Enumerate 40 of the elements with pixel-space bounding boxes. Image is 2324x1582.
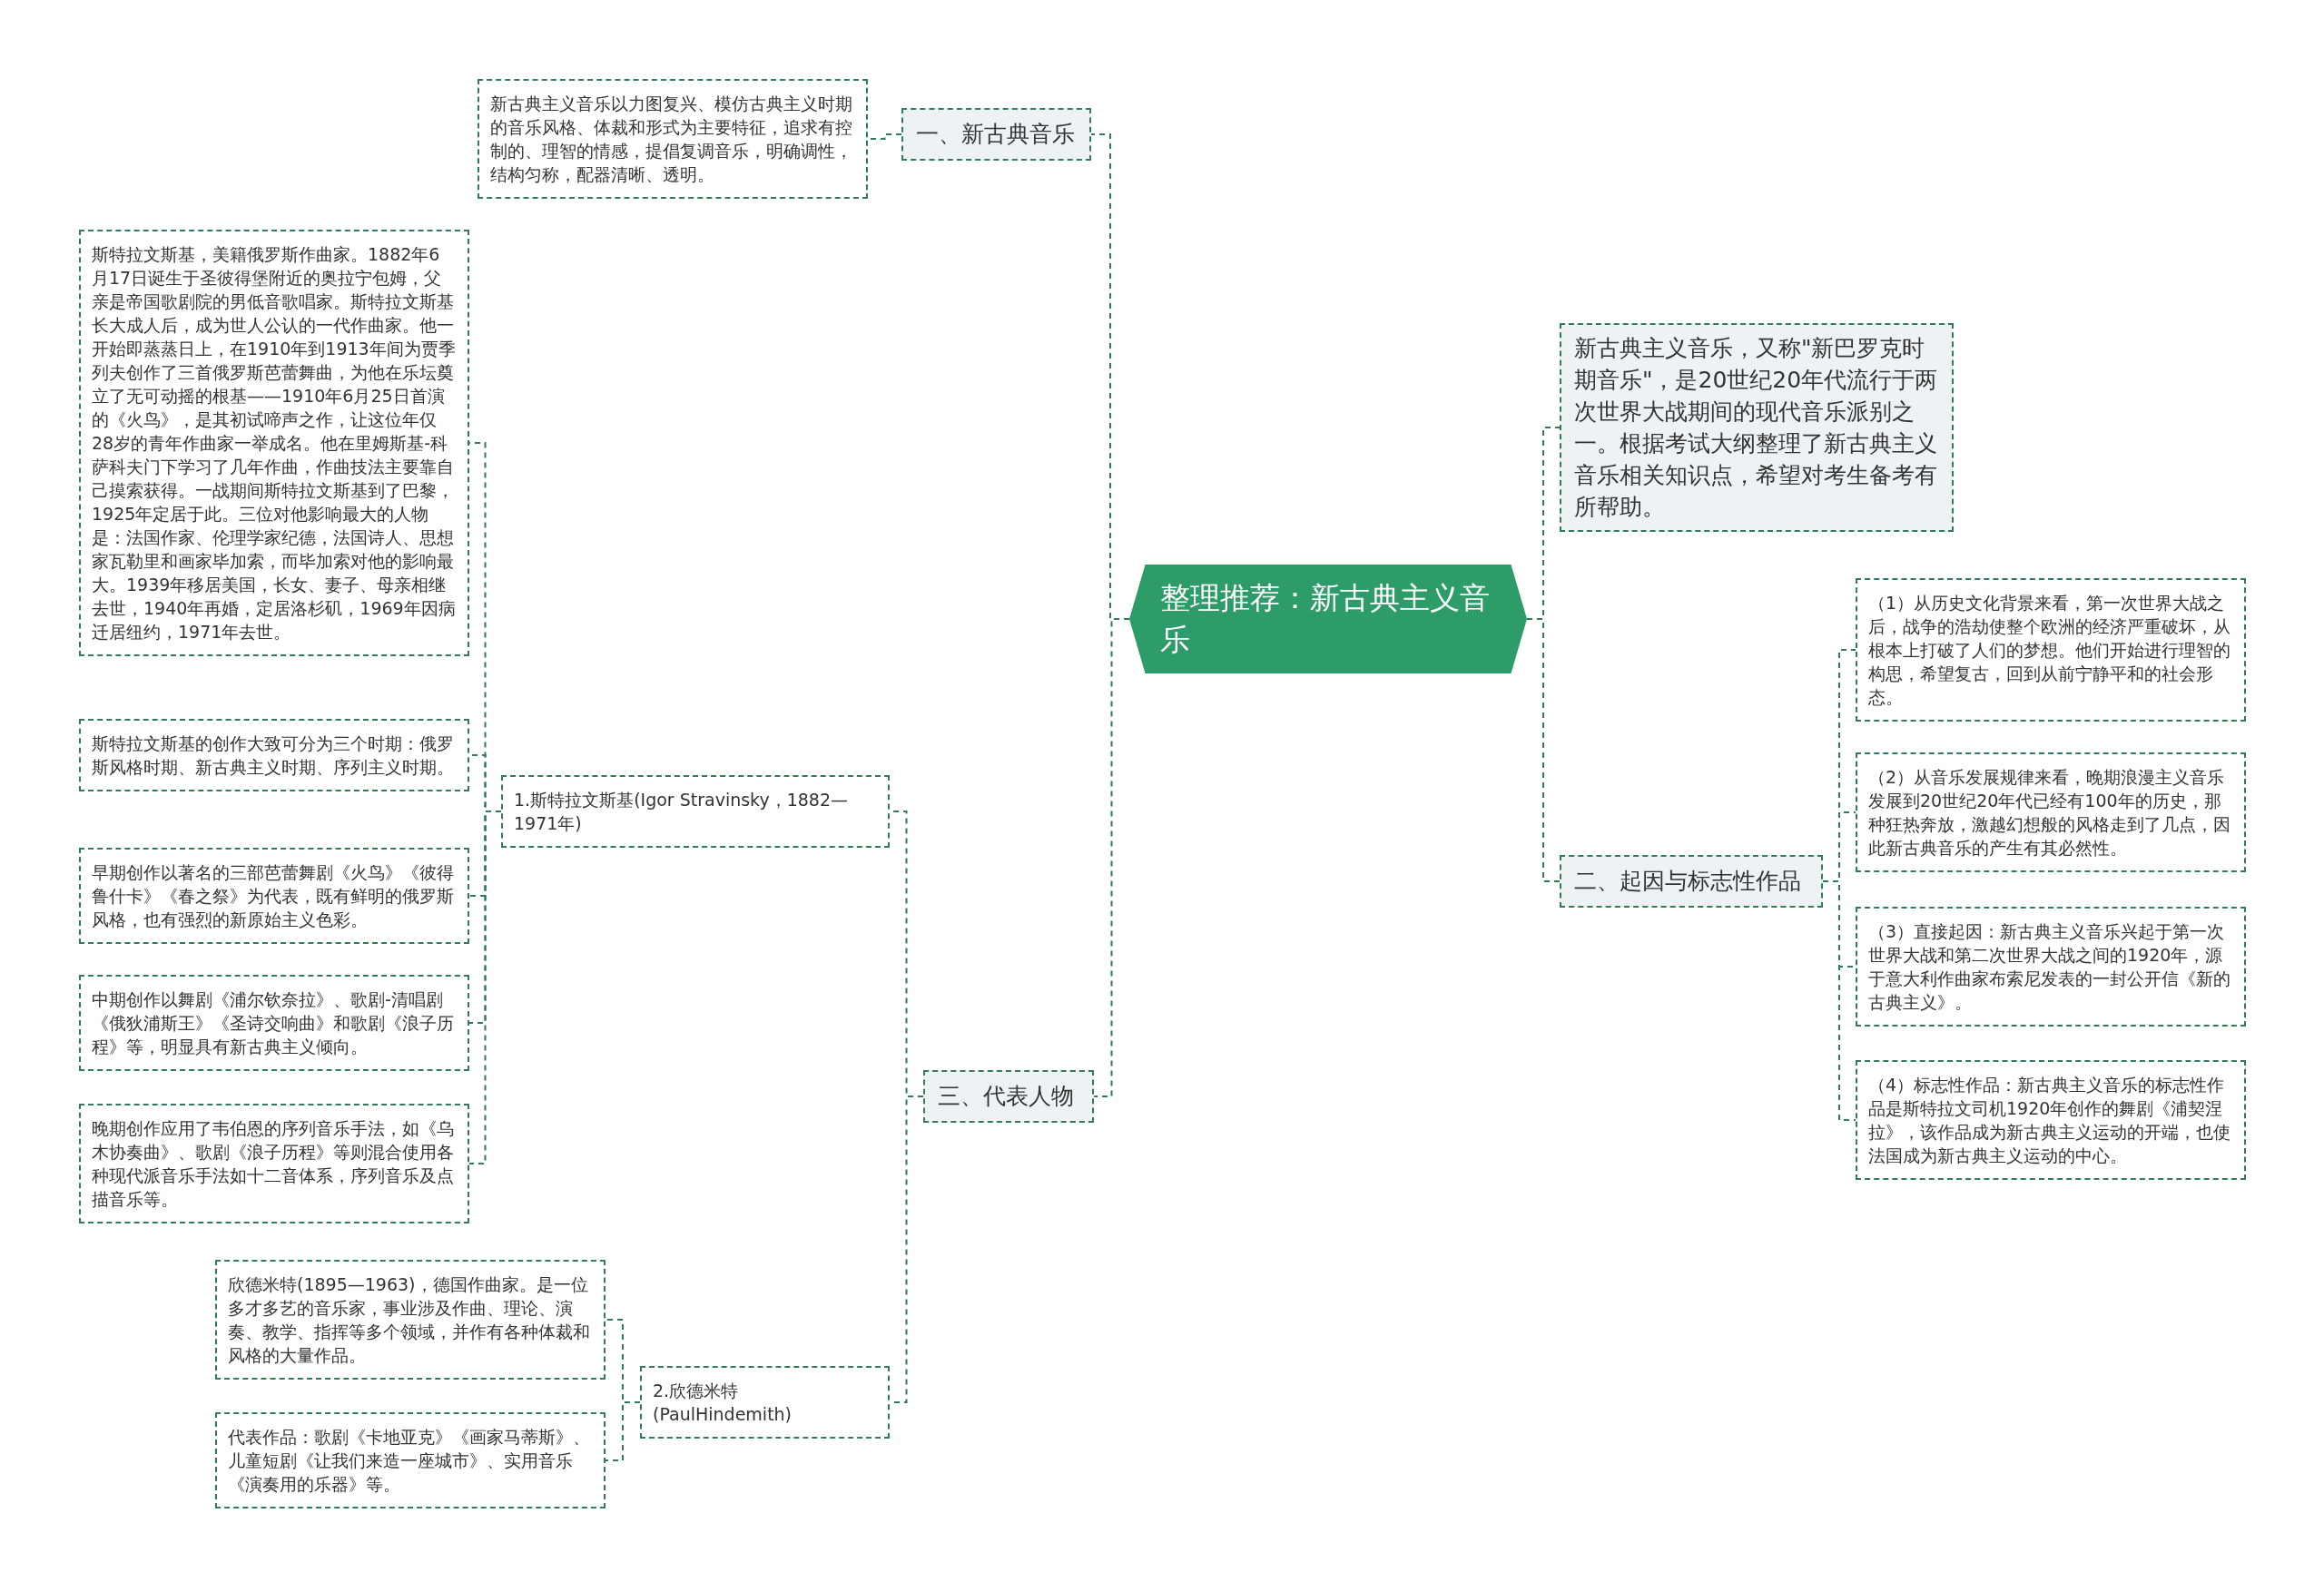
topic-text: （1）从历史文化背景来看，第一次世界大战之后，战争的浩劫使整个欧洲的经济严重破坏，从根本上打破了人们的梦想。他们开始进行理智的构思，希望复古，回到从前宁静平和的社会形态。 [1868,592,2231,709]
topic-box [1856,578,2246,722]
intro-note [1560,323,1954,532]
branch-topic [901,108,1091,161]
topic-text: 斯特拉文斯基，美籍俄罗斯作曲家。1882年6月17日诞生于圣彼得堡附近的奥拉宁包姆，父亲是帝国歌剧院的男低音歌唱家。斯特拉文斯基长大成人后，成为世人公认的一代作曲家。他一开始即蒸蒸日上，在1910年到1913年间为贾季列夫创作了三首俄罗斯芭蕾舞曲，为他在乐坛奠立了无可动摇的根基——1910年6月25日首演的《火鸟》，是其初试啼声之作，让这位年仅28岁的青年作曲家一举成名。他在里姆斯基-科萨科夫门下学习了几年作曲，作曲技法主要靠自己摸索获得。一战期间斯特拉文斯基到了巴黎，1925年定居于此。三位对他影响最大的人物是：法国作家、伦理学家纪德，法国诗人、思想家瓦勒里和画家毕加索，而毕加索对他的影响最大。1939年移居美国，长女、妻子、母亲相继去世，1940年再婚，定居洛杉矶，1969年因病迁居纽约，1971年去世。 [92,243,457,644]
topic-text: 代表作品：歌剧《卡地亚克》《画家马蒂斯》、儿童短剧《让我们来造一座城市》、实用音乐《演奏用的乐器》等。 [228,1426,591,1496]
topic-text: 中期创作以舞剧《浦尔钦奈拉》、歌剧-清唱剧《俄狄浦斯王》《圣诗交响曲》和歌剧《浪子历程》等，明显具有新古典主义倾向。 [92,988,455,1058]
topic-text: 一、新古典音乐 [916,120,1076,149]
branch-topic [923,1070,1094,1123]
connector-line [1526,618,1561,882]
topic-box [640,1366,890,1439]
topic-text: （4）标志性作品：新古典主义音乐的标志性作品是斯特拉文司机1920年创作的舞剧《浦契涅拉》，该作品成为新古典主义运动的开端，也使法国成为新古典主义运动的中心。 [1868,1074,2231,1167]
topic-box [79,719,469,791]
central-topic [1129,565,1527,673]
topic-box [1856,1060,2246,1180]
topic-text: 早期创作以著名的三部芭蕾舞剧《火鸟》《彼得鲁什卡》《春之祭》为代表，既有鲜明的俄罗斯风格，也有强烈的新原始主义色彩。 [92,861,455,931]
topic-text: 整理推荐：新古典主义音乐 [1160,579,1491,659]
topic-box [79,1104,469,1223]
topic-text: 斯特拉文斯基的创作大致可分为三个时期：俄罗斯风格时期、新古典主义时期、序列主义时期。 [92,732,455,779]
topic-box [478,79,868,199]
topic-box [79,975,469,1071]
topic-box [1856,752,2246,872]
topic-text: 2.欣德米特(PaulHindemith) [653,1380,793,1426]
topic-box [1856,907,2246,1027]
connector-line [1822,880,1856,1121]
topic-text: 晚期创作应用了韦伯恩的序列音乐手法，如《乌木协奏曲》、歌剧《浪子历程》等则混合使用各种现代派音乐手法如十二音体系，序列音乐及点描音乐等。 [92,1117,455,1211]
topic-text: 新古典主义音乐以力图复兴、模仿古典主义时期的音乐风格、体裁和形式为主要特征，追求有控制的、理智的情感，提倡复调音乐，明确调性，结构匀称，配器清晰、透明。 [490,93,853,186]
topic-box [215,1260,606,1380]
topic-text: （3）直接起因：新古典主义音乐兴起于第一次世界大战和第二次世界大战之间的1920年，源于意大利作曲家布索尼发表的一封公开信《新的古典主义》。 [1868,920,2231,1014]
topic-box [501,775,890,848]
topic-text: 二、起因与标志性作品 [1574,867,1802,896]
topic-box [215,1412,606,1508]
connector-line [605,1401,641,1461]
topic-text: 新古典主义音乐，又称"新巴罗克时期音乐"，是20世纪20年代流行于两次世界大战期间的现代音乐派别之一。根据考试大纲整理了新古典主义音乐相关知识点，希望对考生备考有所帮助。 [1574,334,1939,522]
topic-text: 三、代表人物 [938,1082,1075,1111]
topic-text: 欣德米特(1895—1963)，德国作曲家。是一位多才多艺的音乐家，事业涉及作曲、理论、演奏、教学、指挥等多个领域，并作有各种体裁和风格的大量作品。 [228,1273,591,1367]
topic-text: 1.斯特拉文斯基(Igor Stravinsky，1882—1971年) [514,789,850,835]
topic-text: （2）从音乐发展规律来看，晚期浪漫主义音乐发展到20世纪20年代已经有100年的历史，那种狂热奔放，激越幻想般的风格走到了几点，因此新古典音乐的产生有其必然性。 [1868,766,2231,860]
branch-topic [1560,855,1823,908]
topic-box [79,848,469,944]
